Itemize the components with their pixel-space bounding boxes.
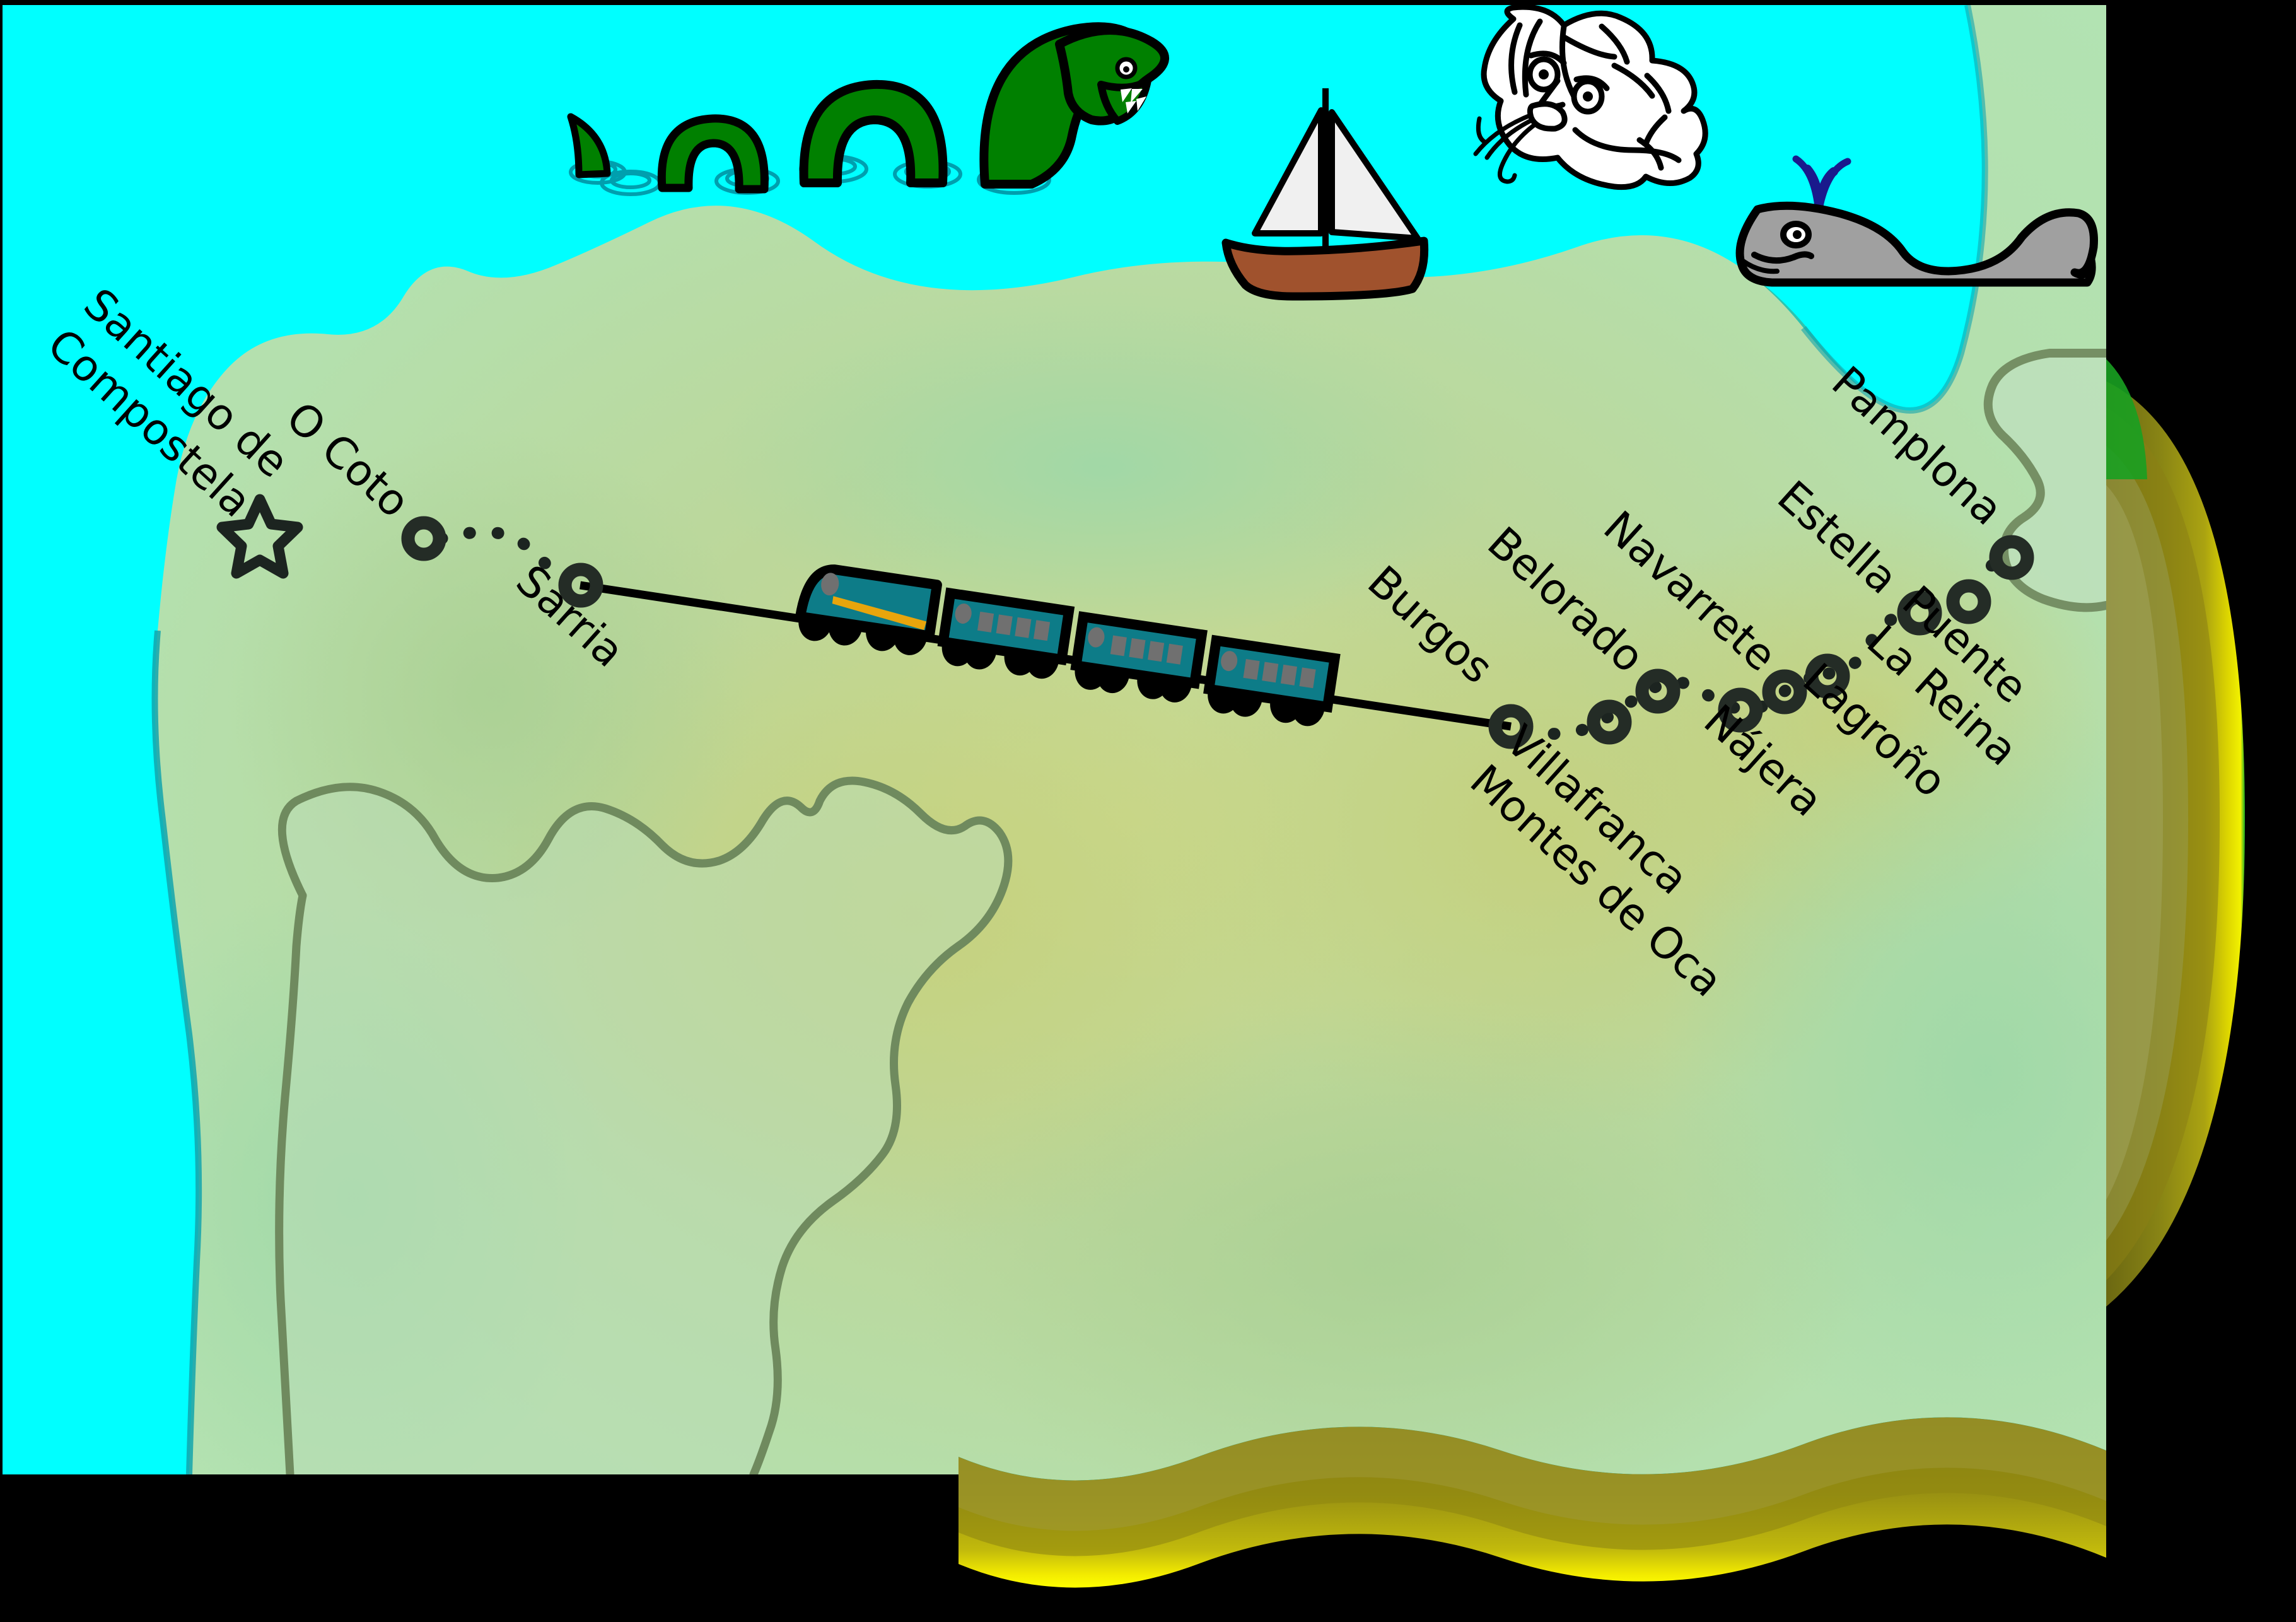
stop-marker-navarrete	[1762, 669, 1807, 715]
train-carriage	[937, 587, 1075, 679]
stop-marker-burgos	[1488, 704, 1534, 749]
stop-marker-sarria	[558, 563, 603, 608]
stop-marker-pamplona	[1989, 535, 2034, 580]
coastline-northeast	[1801, 5, 1988, 414]
star-icon	[216, 494, 303, 579]
stop-marker-villafranca	[1587, 699, 1632, 745]
route-segment-lagrono-estella	[1822, 609, 1911, 680]
stop-marker-lagrono	[1805, 653, 1850, 699]
stop-marker-estella	[1897, 590, 1942, 636]
paper-curl	[959, 353, 2245, 1588]
sailboat-icon	[1221, 88, 1429, 301]
train-carriage	[1203, 634, 1341, 726]
sea-serpent-icon	[567, 22, 1169, 196]
stop-marker-puente	[1946, 579, 1991, 624]
stop-marker-belorado	[1635, 668, 1681, 714]
stop-marker-najera	[1718, 687, 1763, 733]
coastline-west	[151, 630, 202, 1475]
whale-icon	[1735, 155, 2098, 287]
serpent-teeth	[1121, 88, 1146, 114]
stop-marker-o-coto	[401, 516, 446, 561]
wind-face-icon	[1473, 5, 1708, 190]
region-outline	[275, 776, 1013, 1479]
stop-markers	[401, 516, 2034, 749]
train-carriage	[1070, 611, 1208, 703]
route-segment-burgos-lagrono	[1520, 671, 1833, 740]
route-segment-ocoto-sarria	[435, 526, 569, 586]
passenger-train	[795, 564, 1341, 726]
train-locomotive	[795, 564, 942, 655]
